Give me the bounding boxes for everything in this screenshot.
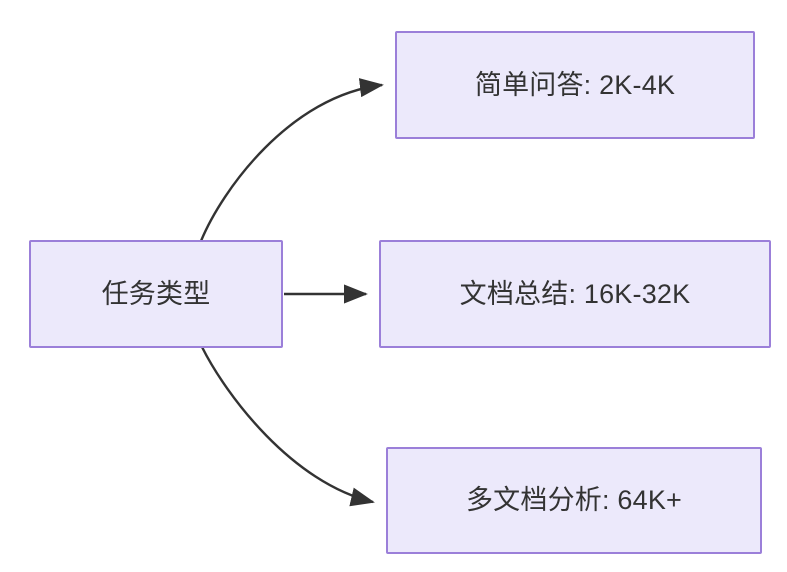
edge-task-type-to-simple-qa: [199, 78, 384, 242]
node-doc-summary[interactable]: 文档总结: 16K-32K: [379, 240, 771, 348]
node-task-type-label: 任务类型: [101, 278, 211, 309]
node-simple-qa-label: 简单问答: 2K-4K: [474, 69, 676, 100]
node-doc-summary-label: 文档总结: 16K-32K: [459, 278, 691, 309]
node-multi-doc[interactable]: 多文档分析: 64K+: [386, 447, 762, 554]
edge-task-type-to-multi-doc: [200, 346, 375, 507]
node-multi-doc-label: 多文档分析: 64K+: [465, 485, 682, 516]
node-simple-qa[interactable]: 简单问答: 2K-4K: [395, 31, 755, 139]
node-task-type[interactable]: 任务类型: [29, 240, 283, 348]
